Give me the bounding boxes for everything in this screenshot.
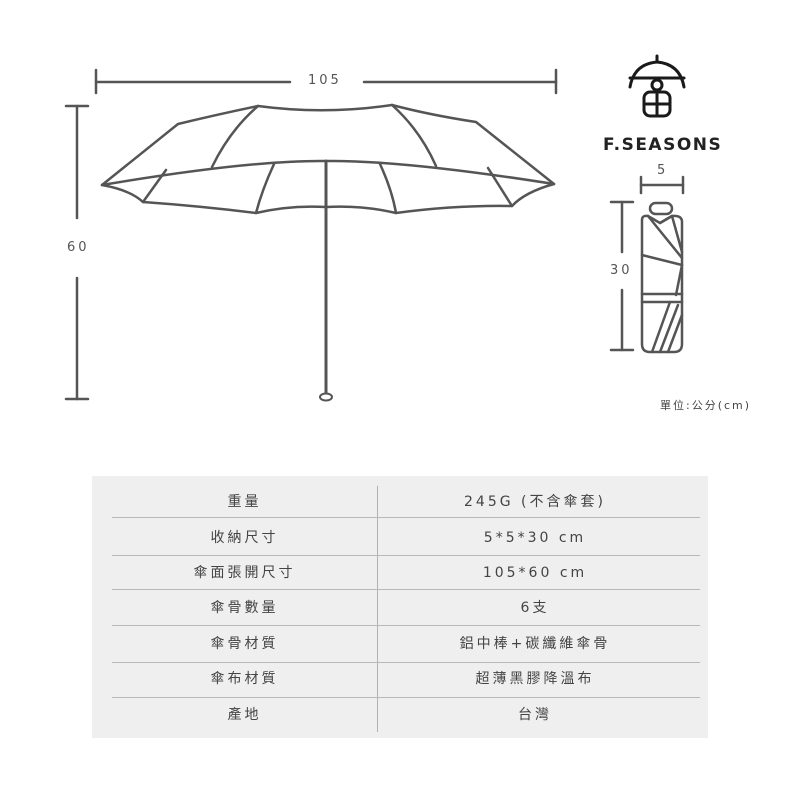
table-row: 傘面張開尺寸 105*60 cm bbox=[112, 555, 692, 591]
table-row: 收納尺寸 5*5*30 cm bbox=[112, 520, 692, 556]
spec-value: 台灣 bbox=[518, 707, 552, 723]
folded-height-dimension-line bbox=[609, 200, 635, 352]
spec-value: 245G (不含傘套) bbox=[464, 494, 606, 510]
table-row: 重量 245G (不含傘套) bbox=[112, 484, 692, 520]
row-divider bbox=[112, 697, 700, 698]
open-width-label: 105 bbox=[308, 73, 342, 88]
spec-label: 產地 bbox=[227, 707, 262, 723]
row-divider bbox=[112, 517, 700, 518]
folded-umbrella-diagram bbox=[609, 175, 685, 354]
table-row: 傘布材質 超薄黑膠降溫布 bbox=[112, 661, 692, 697]
folded-height-label: 30 bbox=[610, 263, 633, 278]
spec-label: 重量 bbox=[227, 494, 262, 510]
table-row: 傘骨材質 鋁中棒+碳纖維傘骨 bbox=[112, 626, 692, 662]
row-divider bbox=[112, 625, 700, 626]
folded-width-dimension-line bbox=[639, 175, 685, 195]
spec-value: 超薄黑膠降溫布 bbox=[475, 671, 595, 687]
table-row: 產地 台灣 bbox=[112, 697, 692, 733]
spec-value: 鋁中棒+碳纖維傘骨 bbox=[459, 636, 611, 652]
folded-width-label: 5 bbox=[657, 163, 669, 178]
spec-table: 重量 245G (不含傘套) 收納尺寸 5*5*30 cm 傘面張開尺寸 105… bbox=[92, 476, 708, 738]
column-divider bbox=[377, 486, 378, 732]
table-row: 傘骨數量 6支 bbox=[112, 590, 692, 626]
width-dimension-line bbox=[94, 68, 558, 95]
spec-label: 傘骨材質 bbox=[210, 636, 279, 652]
height-dimension-line bbox=[64, 104, 90, 401]
open-umbrella-diagram bbox=[64, 68, 558, 402]
umbrella-person-icon bbox=[628, 54, 686, 118]
open-height-label: 60 bbox=[67, 240, 90, 255]
brand-name: F.SEASONS bbox=[603, 135, 723, 155]
spec-label: 傘面張開尺寸 bbox=[193, 565, 296, 581]
spec-value: 105*60 cm bbox=[482, 565, 588, 581]
spec-value: 5*5*30 cm bbox=[483, 530, 587, 546]
row-divider bbox=[112, 555, 700, 556]
spec-label: 傘布材質 bbox=[210, 671, 279, 687]
row-divider bbox=[112, 589, 700, 590]
row-divider bbox=[112, 662, 700, 663]
spec-value: 6支 bbox=[520, 600, 550, 616]
spec-label: 收納尺寸 bbox=[210, 530, 279, 546]
spec-label: 傘骨數量 bbox=[210, 600, 279, 616]
unit-note: 單位:公分(cm) bbox=[660, 399, 752, 412]
